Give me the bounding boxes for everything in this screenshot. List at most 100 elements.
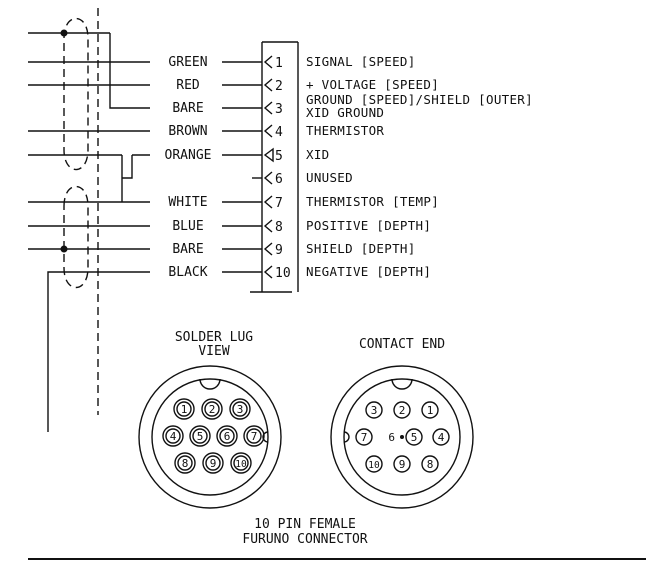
svg-text:8: 8 [427, 458, 434, 471]
pin-contact-arrow [263, 78, 273, 92]
upper-shield-outline [63, 18, 89, 170]
solder-lug-connector: 1 2 3 4 5 6 7 8 9 10 [138, 365, 282, 509]
pin-contact-arrow [263, 242, 273, 256]
solder-pin: 4 [162, 425, 184, 447]
wire-color-label: BARE [172, 101, 203, 116]
svg-text:5: 5 [197, 430, 204, 443]
wire-color-label: BLUE [172, 219, 203, 234]
pin-number: 9 [275, 243, 283, 258]
svg-text:6: 6 [224, 430, 231, 443]
terminal-block: 1 2 3 4 5 6 7 8 9 10 [250, 41, 299, 293]
pin-number: 10 [275, 266, 291, 281]
pin-description: + VOLTAGE [SPEED] [306, 77, 439, 92]
pin-description: UNUSED [306, 170, 353, 185]
pin-leads [222, 61, 262, 273]
side-notch [343, 431, 350, 443]
contact-pin: 1 [421, 401, 439, 419]
solder-pin: 2 [201, 398, 223, 420]
pin-description: THERMISTOR [306, 123, 384, 138]
pin-description: XID GROUND [306, 105, 384, 120]
side-notch [262, 431, 269, 443]
cable-bundle [28, 8, 150, 432]
connector-caption: FURUNO CONNECTOR [242, 532, 367, 547]
wire-color-label: BLACK [168, 265, 207, 280]
pin-contact-arrow [263, 219, 273, 233]
solder-pin: 10 [230, 452, 252, 474]
pin-number: 2 [275, 79, 283, 94]
lower-drain-junction [60, 245, 68, 253]
pin-description: NEGATIVE [DEPTH] [306, 264, 431, 279]
wire-color-label: BARE [172, 242, 203, 257]
solder-lug-view-title: VIEW [198, 344, 229, 359]
pin-description: SHIELD [DEPTH] [306, 241, 416, 256]
pin-contact-arrow [263, 195, 273, 209]
connector-caption: 10 PIN FEMALE [254, 517, 356, 532]
solder-pin: 9 [202, 452, 224, 474]
wire-color-label: BROWN [168, 124, 207, 139]
pin-number: 4 [275, 125, 283, 140]
pin-description: THERMISTOR [TEMP] [306, 194, 439, 209]
svg-text:9: 9 [399, 458, 406, 471]
wire-color-label: WHITE [168, 195, 207, 210]
pin-description: XID [306, 147, 329, 162]
pin-description: SIGNAL [SPEED] [306, 54, 416, 69]
pin-description: POSITIVE [DEPTH] [306, 218, 431, 233]
pin-number: 5 [275, 149, 283, 164]
pin-contact-arrow [263, 101, 273, 115]
pin-number: 8 [275, 220, 283, 235]
pin-number: 1 [275, 56, 283, 71]
wire-color-label: RED [176, 78, 200, 93]
svg-text:5: 5 [411, 431, 418, 444]
contact-pin: 4 [432, 428, 450, 446]
svg-text:4: 4 [170, 430, 177, 443]
svg-text:6: 6 [388, 431, 395, 444]
svg-text:8: 8 [182, 457, 189, 470]
svg-text:1: 1 [427, 404, 434, 417]
contact-pin: 2 [393, 401, 411, 419]
pin-contact-arrow [263, 147, 274, 163]
solder-pin: 1 [173, 398, 195, 420]
pin-contact-arrow [263, 265, 273, 279]
solder-pin: 5 [189, 425, 211, 447]
pin-descriptions: SIGNAL [SPEED] + VOLTAGE [SPEED] GROUND … [306, 54, 533, 279]
solder-pin: 7 [243, 425, 265, 447]
svg-text:7: 7 [251, 430, 258, 443]
contact-pin: 7 [355, 428, 373, 446]
wire-labels: GREEN RED BARE BROWN ORANGE WHITE BLUE B… [165, 55, 212, 280]
wire-color-label: ORANGE [165, 148, 212, 163]
svg-text:1: 1 [181, 403, 188, 416]
pin-contact-arrow [263, 55, 273, 69]
svg-text:4: 4 [438, 431, 445, 444]
lower-shield-outline [63, 186, 89, 288]
pin-number: 6 [275, 172, 283, 187]
key-notch [391, 378, 413, 390]
svg-text:3: 3 [237, 403, 244, 416]
svg-text:2: 2 [209, 403, 216, 416]
pin-number: 7 [275, 196, 283, 211]
contact-pin: 9 [393, 455, 411, 473]
svg-text:7: 7 [361, 431, 368, 444]
solder-lug-view-title: SOLDER LUG [175, 330, 253, 345]
contact-end-connector: 1 2 3 4 5 6 7 8 9 10 [330, 365, 474, 509]
pin-description: GROUND [SPEED]/SHIELD [OUTER] [306, 92, 533, 107]
solder-pin: 6 [216, 425, 238, 447]
pin-contact-arrow [263, 171, 273, 185]
svg-text:9: 9 [210, 457, 217, 470]
contact-end-title: CONTACT END [359, 337, 445, 352]
svg-text:10: 10 [235, 459, 247, 470]
pin-number: 3 [275, 102, 283, 117]
upper-drain-junction [60, 29, 68, 37]
solder-pin: 8 [174, 452, 196, 474]
svg-text:3: 3 [371, 404, 378, 417]
contact-pin: 6 [388, 431, 404, 444]
svg-text:10: 10 [368, 460, 380, 471]
wire-color-label: GREEN [168, 55, 207, 70]
contact-pin: 3 [365, 401, 383, 419]
key-notch [199, 378, 221, 390]
pin-contact-arrow [263, 124, 273, 138]
solder-pin: 3 [229, 398, 251, 420]
contact-pin: 8 [421, 455, 439, 473]
contact-pin: 10 [365, 455, 383, 473]
contact-pin: 5 [405, 428, 423, 446]
